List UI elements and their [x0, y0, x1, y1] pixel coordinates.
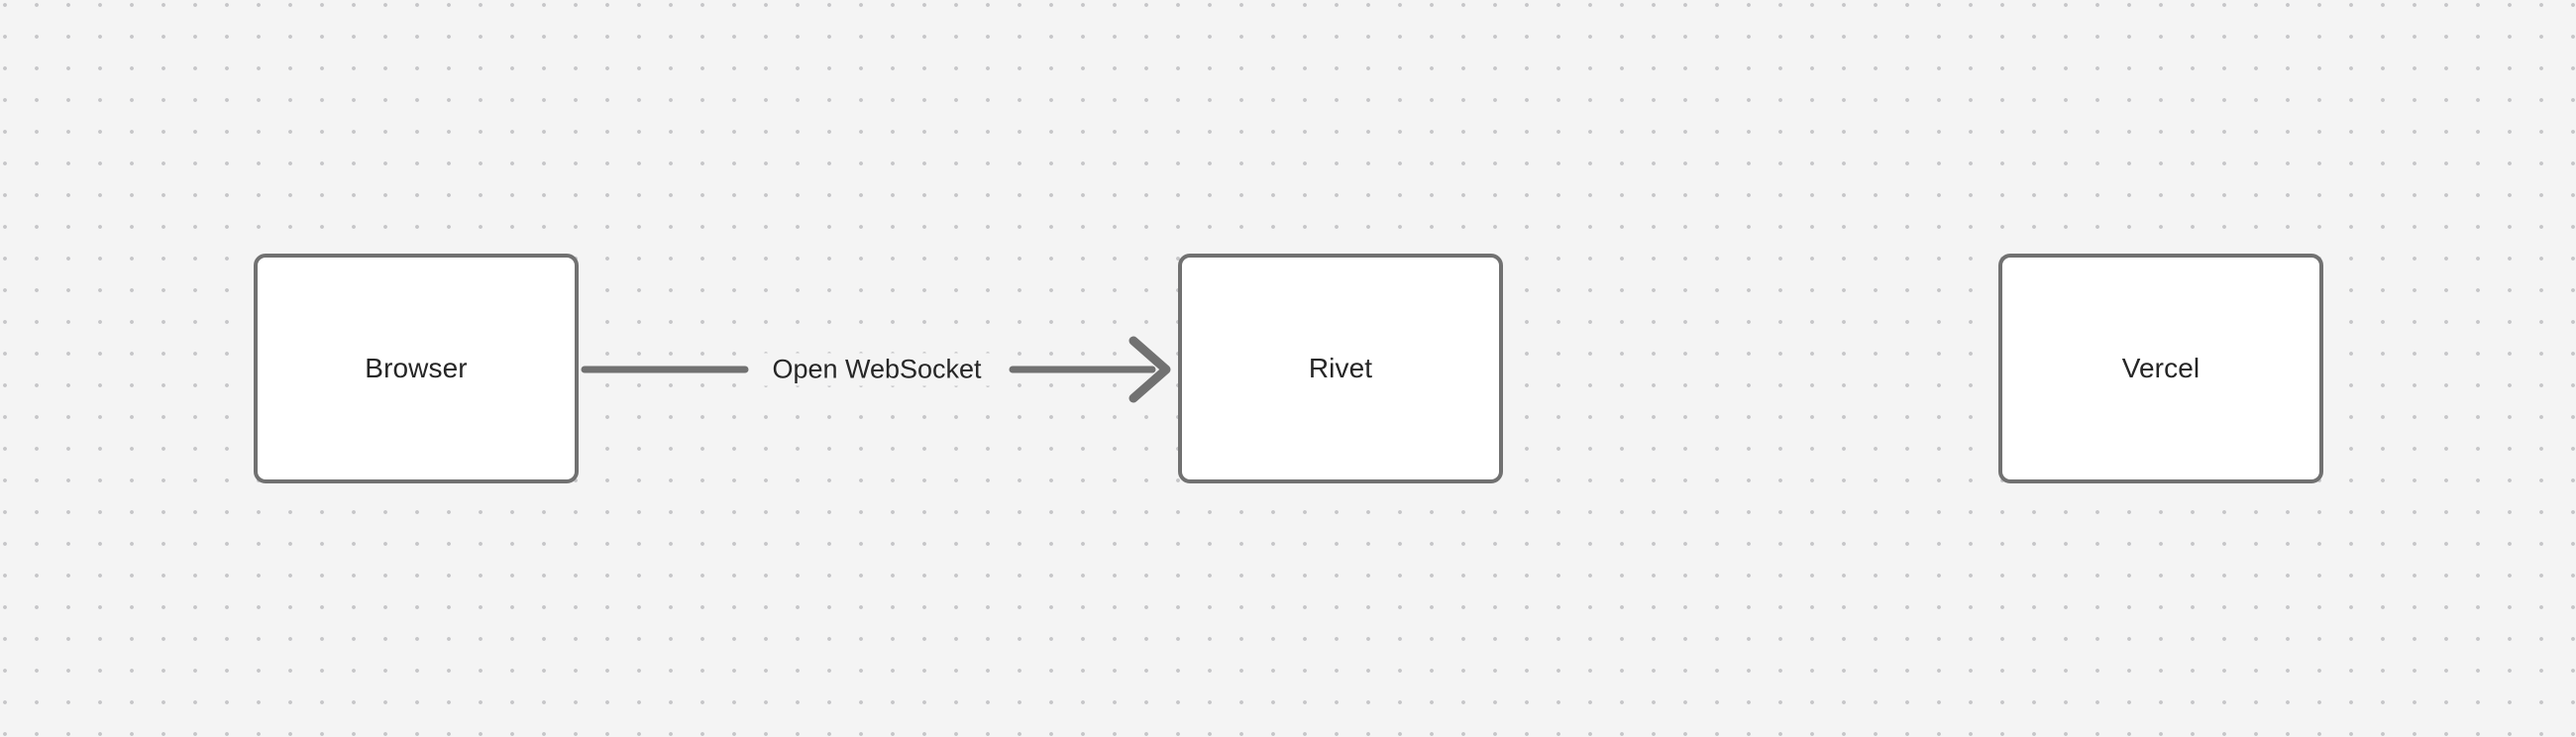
node-rivet-label: Rivet	[1308, 353, 1373, 383]
node-vercel[interactable]: Vercel	[1998, 254, 2323, 483]
edge-label-open-websocket: Open WebSocket	[763, 353, 991, 386]
node-vercel-label: Vercel	[2121, 353, 2200, 383]
node-rivet[interactable]: Rivet	[1178, 254, 1503, 483]
node-browser-label: Browser	[365, 353, 468, 383]
arrowhead-icon	[1128, 336, 1171, 403]
node-browser[interactable]: Browser	[254, 254, 579, 483]
